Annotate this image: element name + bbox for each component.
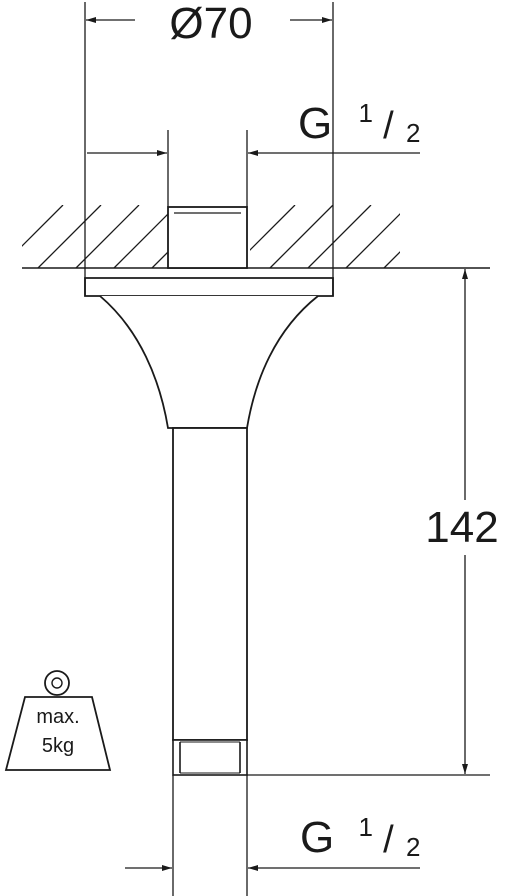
weight-badge-line1: max. bbox=[36, 706, 79, 728]
diameter-dimension bbox=[84, 2, 334, 296]
shower-arm bbox=[172, 427, 248, 741]
thread-bottom-num: 1 bbox=[358, 812, 372, 842]
thread-top-slash: / bbox=[383, 105, 394, 147]
thread-bottom-letter: G bbox=[300, 813, 334, 862]
thread-top-num: 1 bbox=[358, 98, 372, 128]
rosette bbox=[84, 277, 334, 297]
height-label: 142 bbox=[425, 503, 498, 552]
weight-icon bbox=[4, 670, 112, 771]
weight-badge-line2: 5kg bbox=[42, 735, 74, 757]
thread-top-dimension bbox=[87, 130, 420, 207]
thread-bottom-dimension bbox=[125, 775, 420, 896]
thread-top-letter: G bbox=[298, 99, 332, 148]
thread-top-label: G 1 / 2 bbox=[298, 83, 420, 148]
ceiling-hatch-right bbox=[250, 205, 400, 268]
thread-bottom-den: 2 bbox=[406, 832, 420, 862]
thread-top-den: 2 bbox=[406, 118, 420, 148]
ceiling-hatch-left bbox=[22, 205, 168, 268]
height-dimension bbox=[247, 269, 490, 776]
thread-bottom-slash: / bbox=[383, 819, 394, 861]
diameter-label: Ø70 bbox=[169, 0, 252, 48]
bottom-connector bbox=[172, 739, 248, 776]
rosette-bell bbox=[99, 295, 319, 429]
top-connector bbox=[167, 206, 248, 269]
thread-bottom-label: G 1 / 2 bbox=[300, 797, 420, 862]
